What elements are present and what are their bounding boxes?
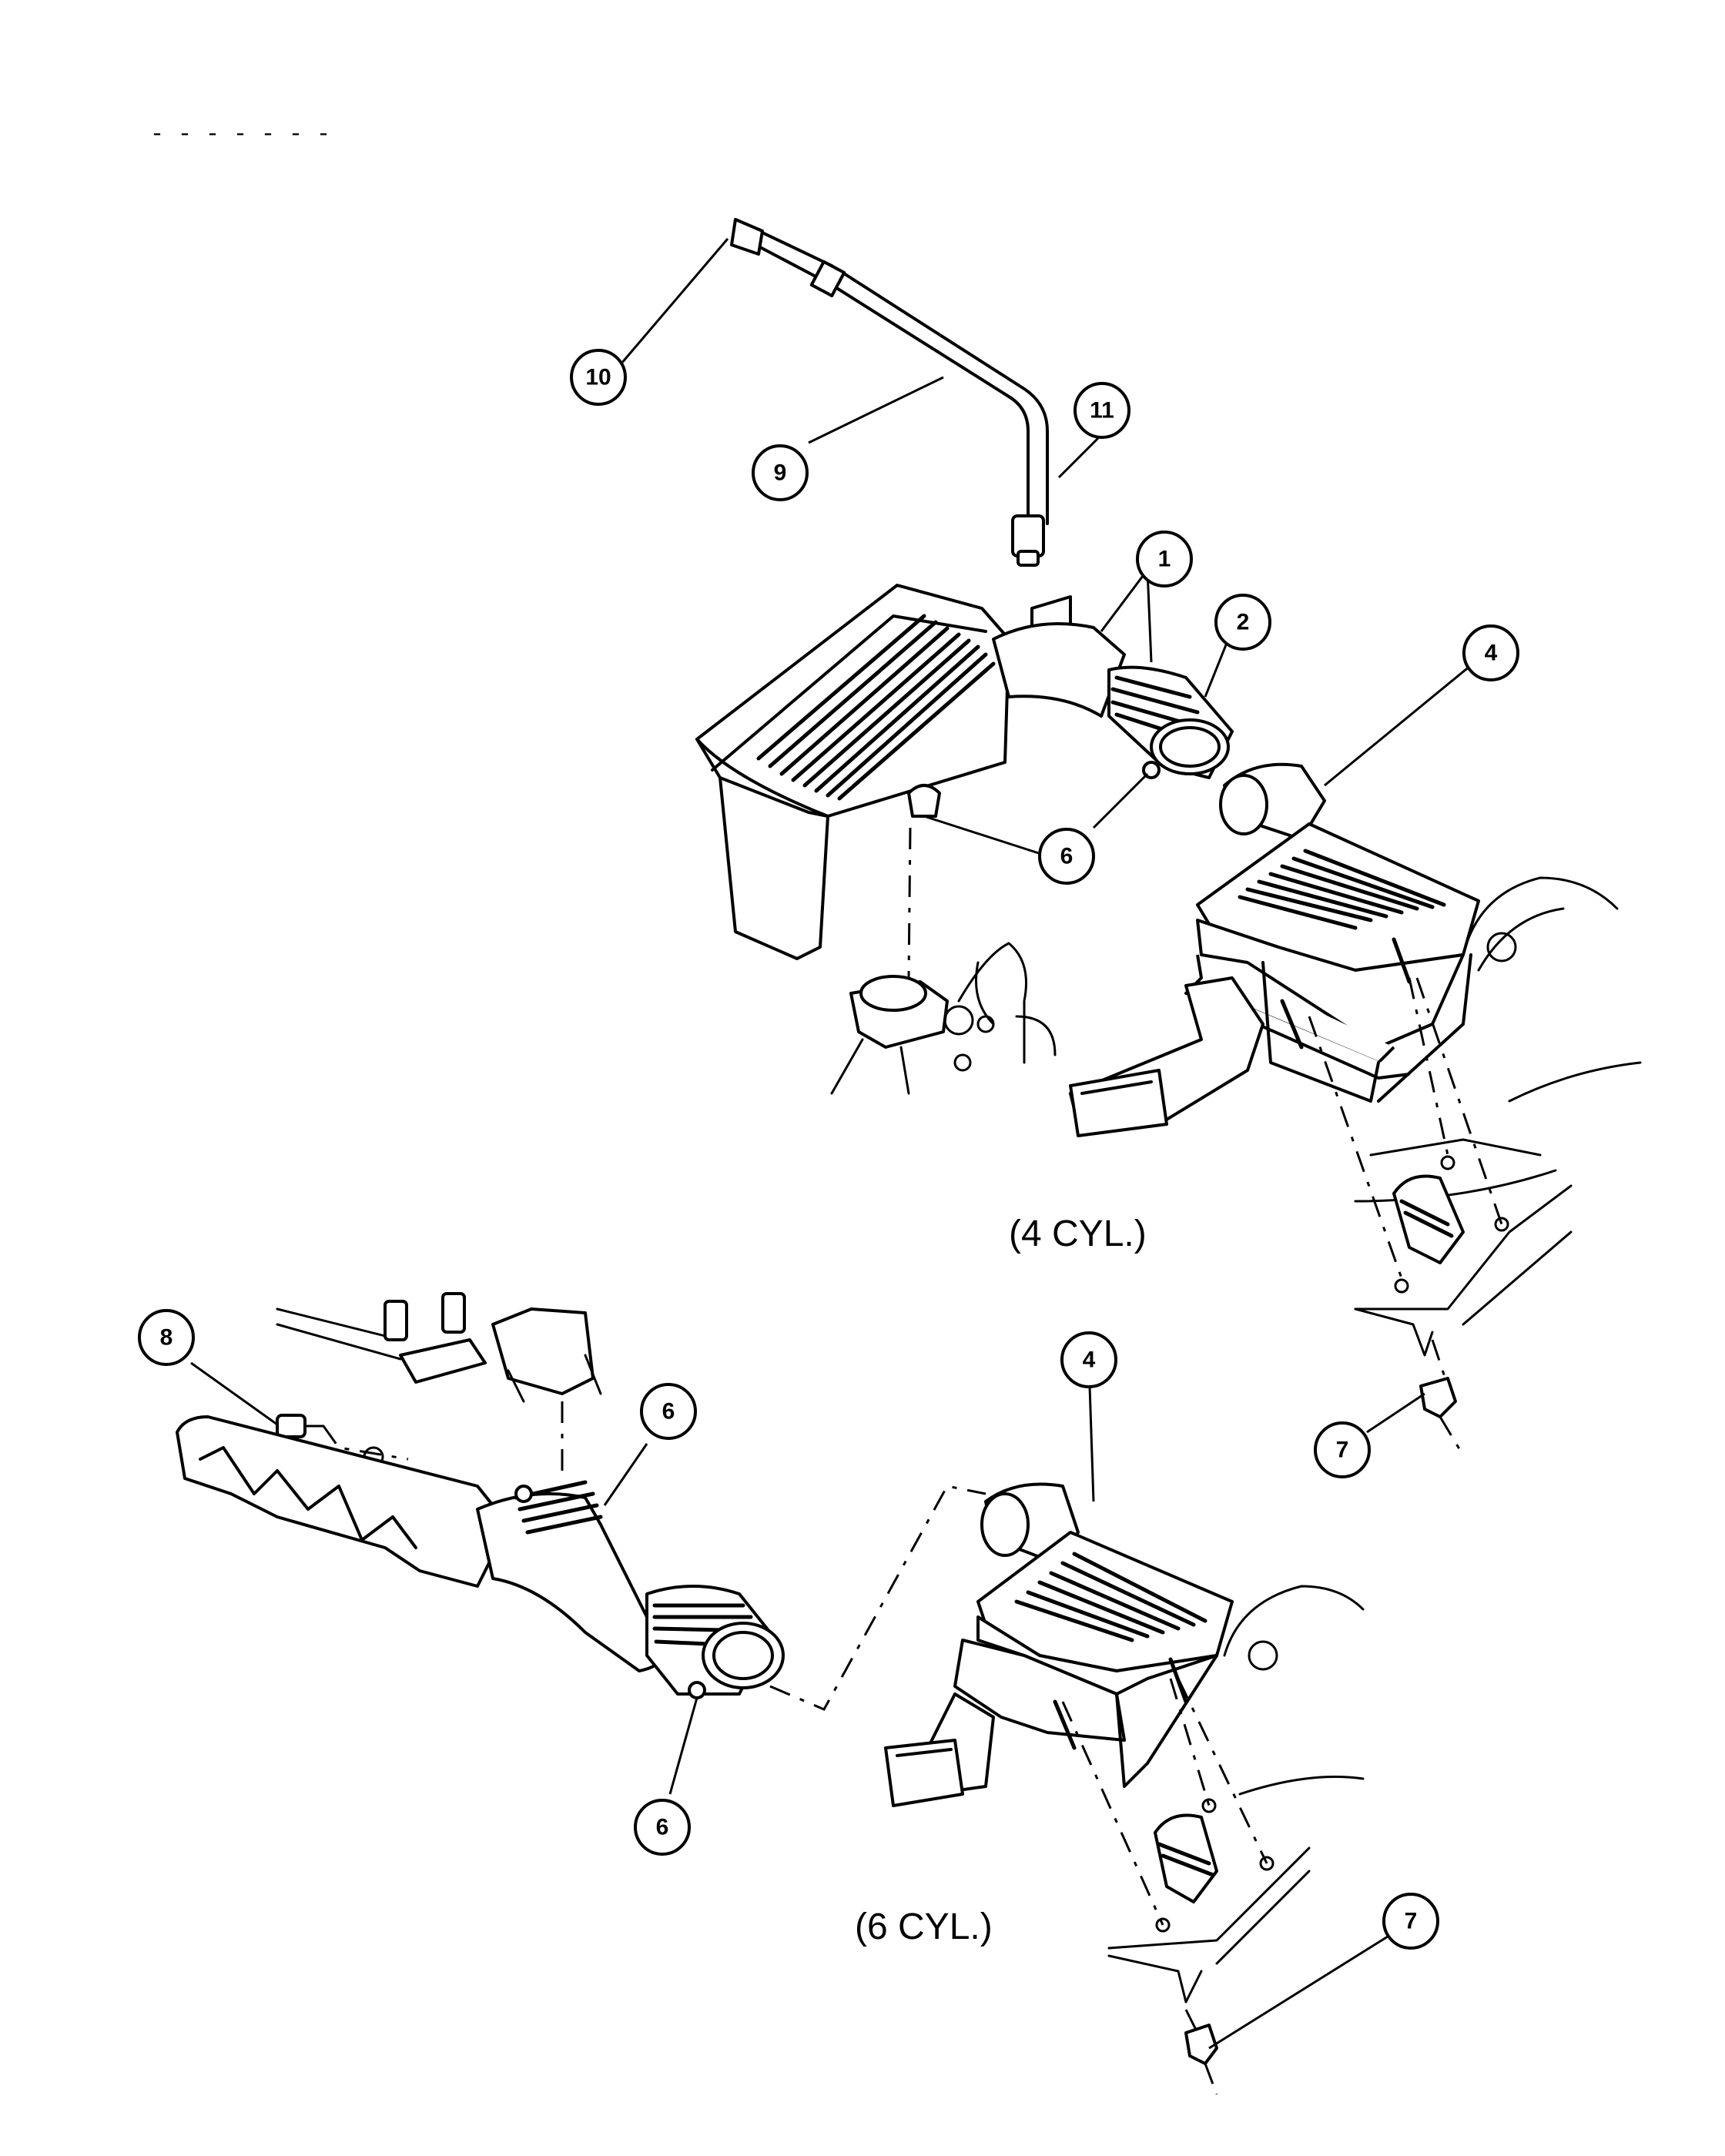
svg-text:2: 2 (1237, 610, 1250, 635)
callout-7: 7 (1314, 1421, 1371, 1478)
svg-text:1: 1 (1158, 547, 1171, 572)
callout-6: 6 (1038, 828, 1095, 885)
callout-1: 1 (1136, 531, 1193, 588)
callout-6: 6 (1060, 844, 1074, 869)
callout-leaders (190, 238, 1475, 2050)
callout-11: 11 (1074, 382, 1130, 439)
svg-text:11: 11 (1090, 398, 1114, 424)
mount-area-4cyl (1308, 876, 1642, 1456)
six-cyl-assembly (176, 1292, 1365, 2095)
svg-text:7: 7 (1336, 1438, 1349, 1463)
callout-6: 6 (640, 1383, 697, 1440)
callout-7: 7 (1382, 1893, 1439, 1950)
callout-8: 8 (138, 1309, 195, 1366)
callout-4: 4 (1060, 1331, 1117, 1388)
svg-text:4: 4 (1083, 1348, 1096, 1373)
callout-2: 2 (1214, 594, 1271, 651)
mount-area-6cyl (1061, 1585, 1365, 2095)
svg-text:10: 10 (585, 365, 611, 390)
air-cleaner-box-4cyl (1069, 762, 1480, 1137)
intake-duct-6cyl (176, 1415, 785, 1699)
svg-text:6: 6 (1060, 844, 1074, 869)
throttle-body-4cyl (830, 942, 1057, 1095)
throttle-body-6cyl (276, 1292, 602, 1403)
callout-9: 9 (752, 444, 809, 501)
header-fragment: - - - - - - - (150, 122, 330, 148)
svg-text:9: 9 (774, 460, 787, 486)
svg-text:7: 7 (1405, 1909, 1418, 1934)
four-cyl-assembly (695, 218, 1642, 1456)
svg-text:4: 4 (1485, 641, 1498, 666)
resonator-box (695, 584, 1010, 960)
callout-4: 4 (1462, 624, 1519, 681)
air-cleaner-box-6cyl (884, 1482, 1234, 1807)
vent-hose (730, 218, 1049, 567)
svg-text:8: 8 (160, 1325, 173, 1351)
callout-6: 6 (634, 1799, 691, 1856)
callout-10: 10 (570, 349, 627, 406)
svg-text:6: 6 (656, 1815, 669, 1840)
svg-text:6: 6 (662, 1399, 675, 1424)
caption-4-cyl: (4 CYL.) (1009, 1214, 1147, 1254)
caption-6-cyl: (6 CYL.) (855, 1907, 993, 1947)
intake-duct-4cyl (992, 595, 1234, 779)
